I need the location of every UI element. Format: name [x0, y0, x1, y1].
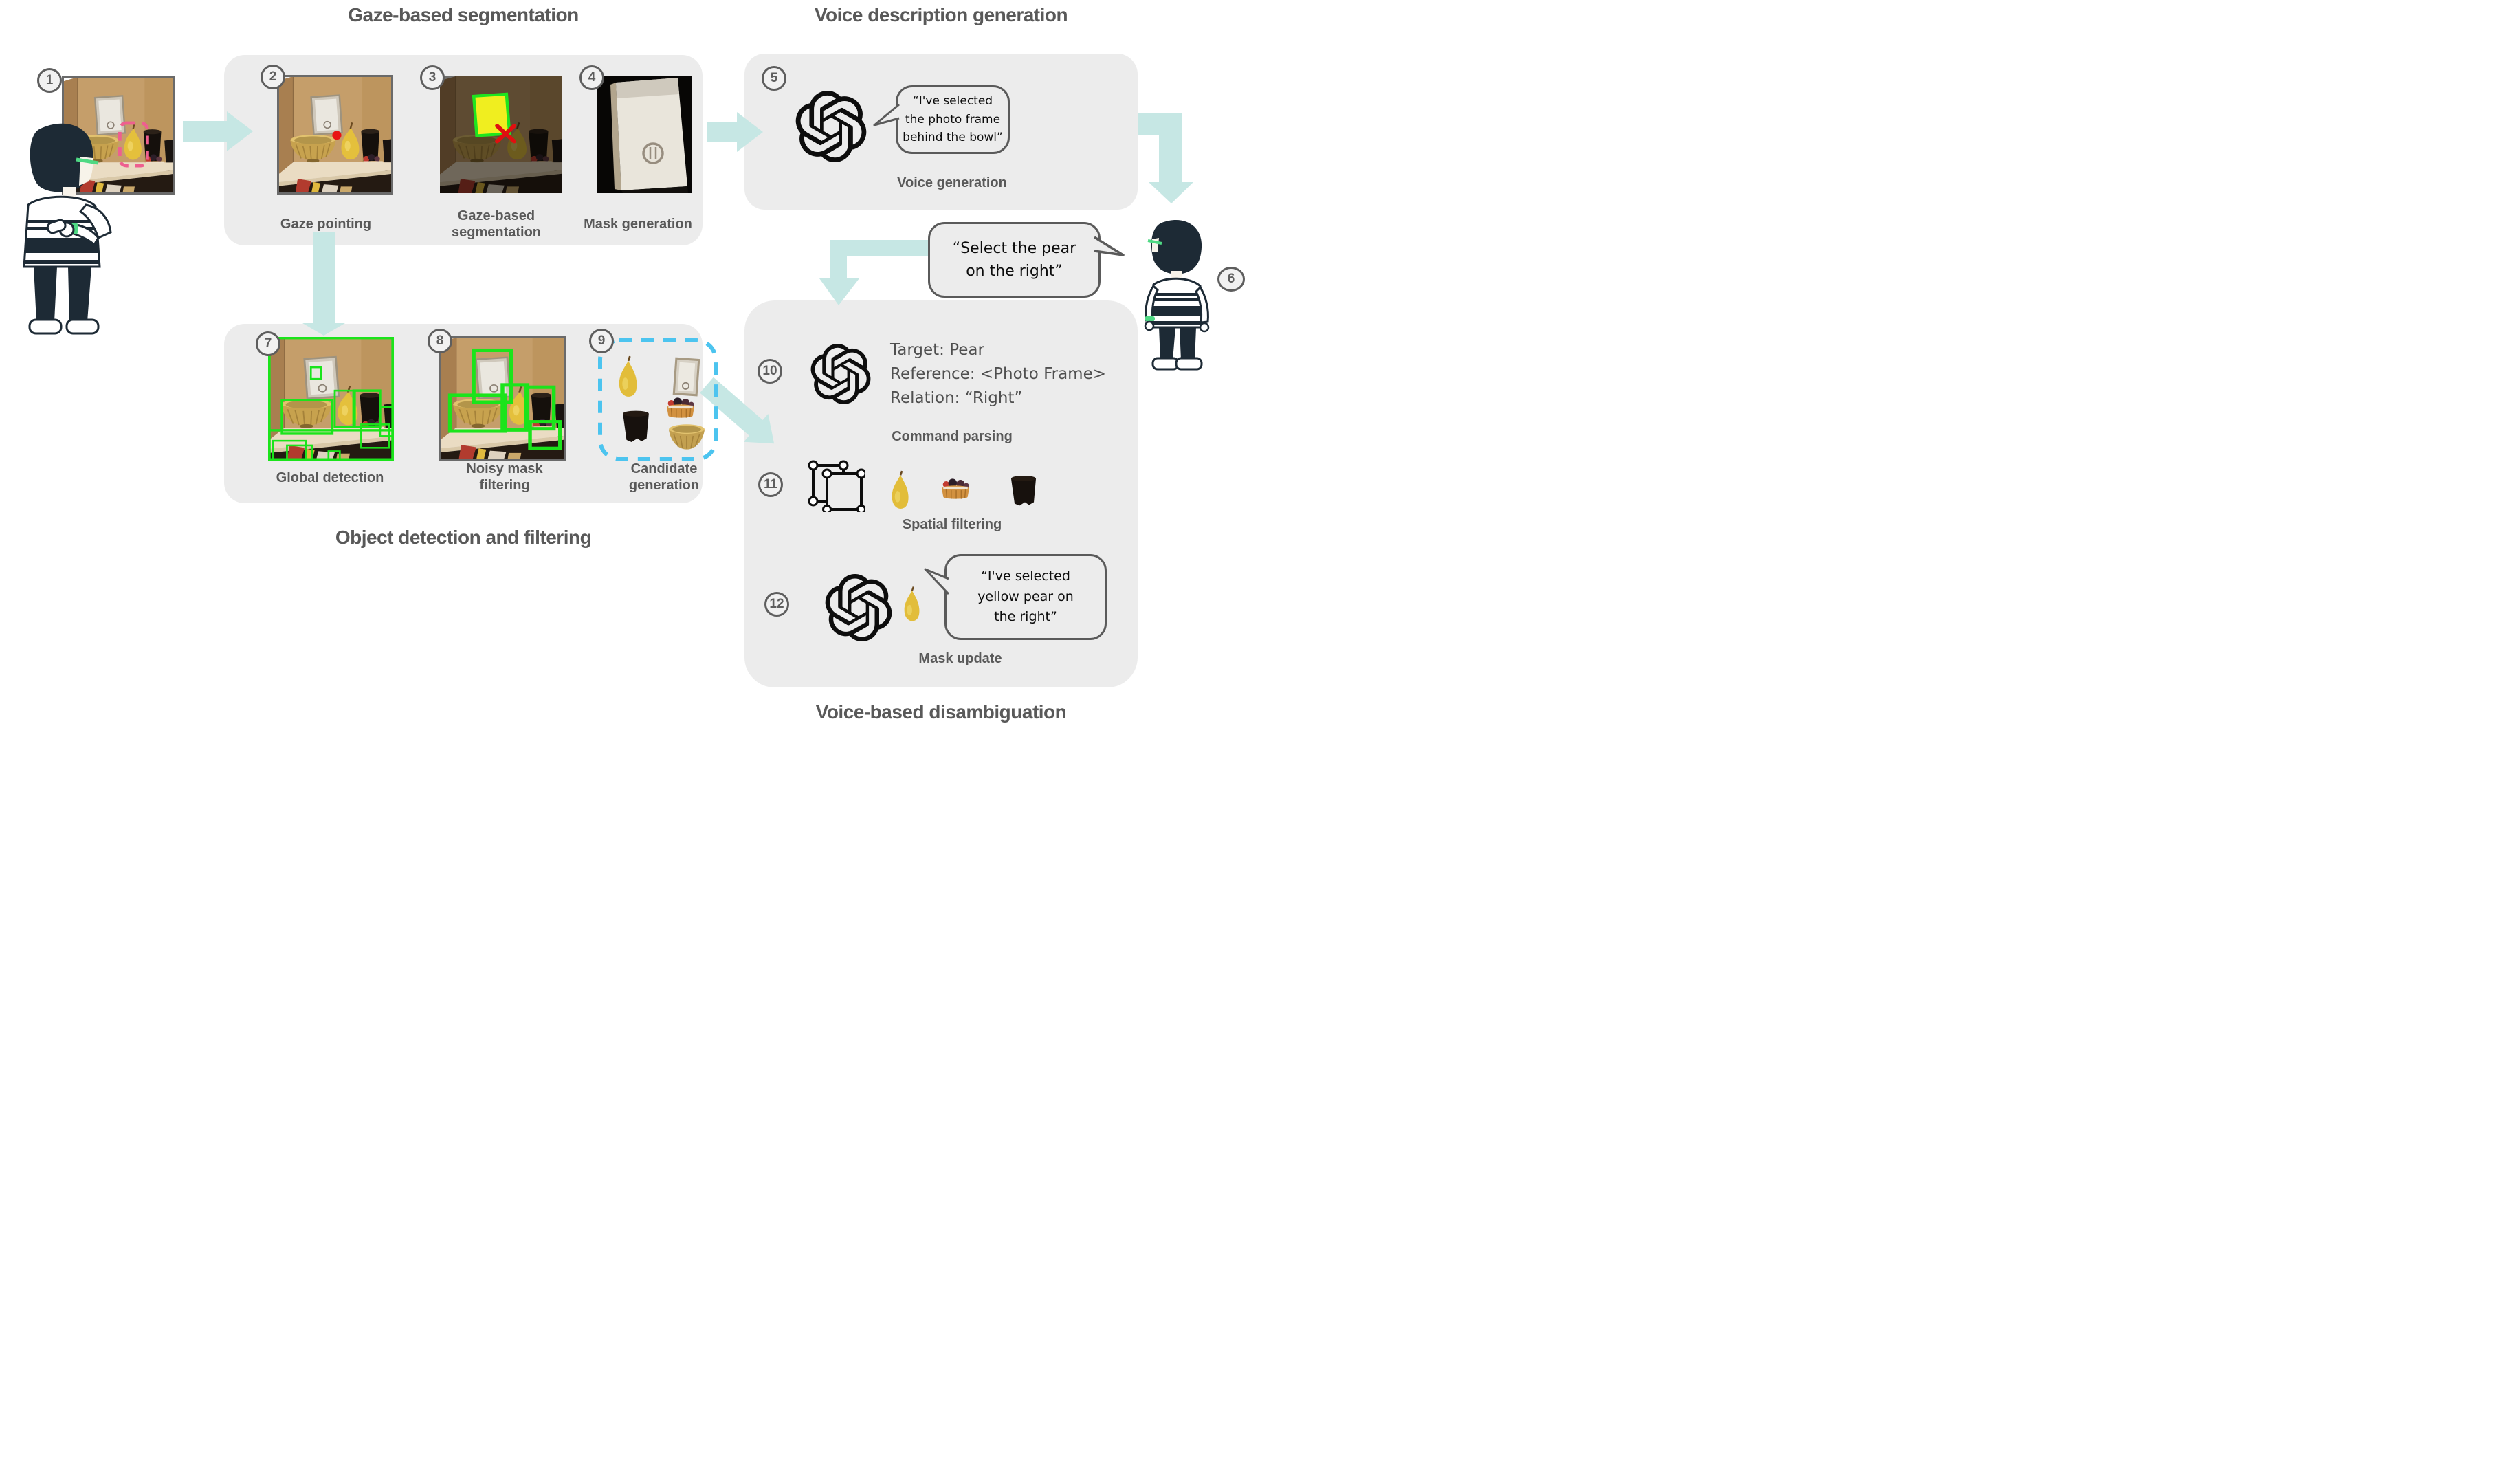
- label-command-parsing: Command parsing: [892, 429, 1013, 444]
- section-title-object: Object detection and filtering: [335, 527, 592, 548]
- mask-generation-photo: [597, 76, 692, 193]
- step-11-badge: 11: [758, 472, 783, 497]
- arrow-mask-to-voice: [707, 112, 763, 152]
- cup-cutout: [1008, 474, 1039, 507]
- pear-cutout: [887, 470, 912, 509]
- section-title-voice: Voice description generation: [814, 4, 1068, 25]
- openai-logo-icon: [825, 574, 892, 641]
- global-detection-photo: [268, 337, 394, 461]
- step-7-badge: 7: [256, 331, 280, 356]
- cup-cutout: [623, 410, 649, 442]
- label-mask-generation: Mask generation: [584, 217, 692, 232]
- label-gaze-segmentation: Gaze-based segmentation: [451, 208, 542, 241]
- gaze-pointing-photo: [277, 75, 393, 195]
- gaze-region-pink-dashed-box: [118, 121, 149, 168]
- section-title-gaze: Gaze-based segmentation: [348, 4, 579, 25]
- step-6-badge: 6: [1217, 267, 1245, 292]
- label-candidate-generation: Candidate generation: [628, 461, 700, 494]
- step-9-badge: 9: [589, 329, 614, 353]
- step-2-badge: 2: [261, 65, 285, 89]
- step-12-badge: 12: [764, 592, 789, 617]
- step-10-badge: 10: [758, 359, 782, 384]
- mask-update-bubble: “I've selected yellow pear on the right”: [944, 554, 1107, 640]
- step-8-badge: 8: [428, 329, 452, 353]
- step-1-badge: 1: [37, 68, 62, 93]
- arrow-candidates-to-parsing: [700, 377, 775, 444]
- pipeline-figure: Gaze-based segmentation Voice descriptio…: [0, 0, 1260, 732]
- gaze-segmentation-photo: [440, 76, 562, 193]
- label-global-detection: Global detection: [276, 470, 384, 485]
- step-4-badge: 4: [579, 65, 604, 90]
- user-person-back: [1144, 220, 1210, 371]
- candidate-generation-panel: [597, 337, 719, 463]
- label-spatial-filtering: Spatial filtering: [902, 517, 1002, 532]
- arrow-scene-to-gaze: [183, 111, 253, 151]
- photo-frame-cutout: [672, 357, 700, 397]
- arrow-command-to-parsing: [819, 240, 928, 305]
- command-parsing-output: Target: Pear Reference: <Photo Frame> Re…: [890, 341, 1107, 407]
- tart-cutout: [939, 477, 972, 500]
- arrow-voice-to-user: [1138, 113, 1193, 204]
- wristband-icon: [1145, 316, 1155, 321]
- step-5-badge: 5: [762, 66, 786, 91]
- smart-glasses-icon: [1147, 239, 1162, 245]
- bubble-tail: [924, 568, 950, 595]
- detection-boxes: [268, 337, 394, 461]
- gaze-point-dot: [332, 131, 342, 140]
- bounding-box-icon: [808, 460, 865, 512]
- step-3-badge: 3: [420, 65, 445, 90]
- filtered-boxes: [447, 348, 562, 450]
- scene-photo-user-view: [62, 76, 175, 195]
- user-person-front: [23, 123, 112, 335]
- bowl-cutout: [668, 424, 705, 450]
- noisy-mask-filtering-photo: [439, 336, 566, 461]
- segmentation-mask-highlight: [472, 92, 511, 138]
- pear-cutout: [618, 355, 638, 397]
- smart-glasses-icon: [76, 157, 99, 165]
- bubble-tail: [873, 103, 900, 126]
- openai-logo-icon: [810, 344, 871, 404]
- tart-cutout: [666, 397, 695, 419]
- flow-arrows: [183, 111, 1193, 444]
- label-mask-update: Mask update: [918, 651, 1002, 666]
- label-voice-generation: Voice generation: [897, 175, 1007, 190]
- section-title-disambiguation: Voice-based disambiguation: [815, 701, 1067, 723]
- gaze-x-mark: [495, 124, 517, 144]
- openai-logo-icon: [795, 91, 867, 162]
- arrow-gaze-to-detection: [302, 232, 345, 336]
- user-command-bubble: “Select the pear on the right”: [928, 222, 1101, 298]
- selected-pear-cutout: [900, 584, 922, 624]
- voice-generation-bubble: “I've selected the photo frame behind th…: [896, 85, 1010, 154]
- label-noisy-mask-filtering: Noisy mask filtering: [466, 461, 543, 494]
- label-gaze-pointing: Gaze pointing: [280, 217, 372, 232]
- bubble-tail: [1094, 236, 1125, 256]
